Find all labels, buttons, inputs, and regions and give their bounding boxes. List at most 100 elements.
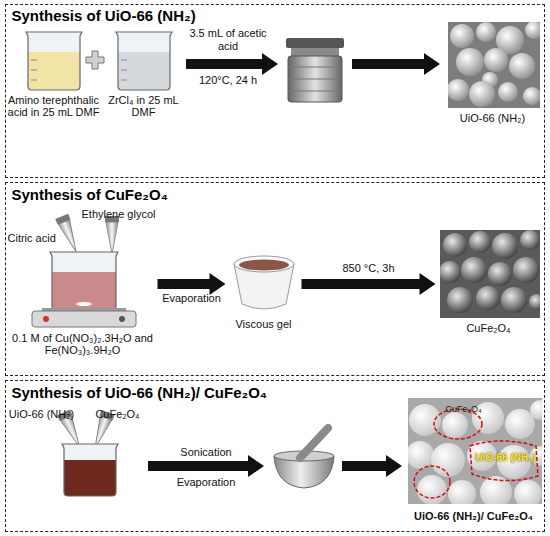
beaker-zrcl4	[116, 32, 172, 90]
section-title: Synthesis of UiO-66 (NH₂)/ CuFe₂O₄	[12, 384, 392, 402]
node-text: Viscous gel	[226, 318, 302, 331]
node-text: UiO-66 (NH₂)	[444, 112, 542, 125]
sem-image	[456, 48, 484, 76]
mortar-pestle	[300, 428, 328, 458]
crucible	[234, 256, 294, 272]
hotplate	[32, 308, 136, 327]
sem-image	[440, 230, 540, 313]
beaker-zrcl4	[116, 32, 172, 90]
crucible	[234, 256, 294, 309]
beaker-zrcl4	[116, 32, 172, 90]
sem-image	[447, 287, 473, 313]
autoclave	[291, 48, 339, 56]
node-text: UiO-66 (NH₂)	[470, 452, 542, 464]
sem-image	[514, 480, 542, 504]
sem-image	[476, 22, 496, 42]
node-text: 0.1 M of Cu(NO₃)₂.3H₂O and Fe(NO₃)₃.9H₂O	[8, 332, 158, 358]
block-arrow	[158, 273, 226, 295]
beaker-amino	[26, 32, 82, 90]
sem-image	[520, 230, 540, 250]
autoclave	[286, 38, 344, 48]
block-arrow	[342, 455, 402, 477]
node-text: CuFe₂O₄	[94, 408, 142, 421]
sem-image	[417, 475, 447, 504]
hotplate-setup: Citric acid Ethylene glycol 0.1 M of Cu(NO…	[8, 206, 158, 372]
autoclave	[286, 38, 344, 102]
sem-image	[469, 231, 491, 253]
sem-image	[498, 82, 518, 102]
node-text: ZrCl₄ in 25 mL DMF	[106, 94, 182, 120]
block-arrow	[302, 273, 436, 295]
autoclave	[288, 56, 342, 102]
sem-image	[476, 286, 500, 310]
mortar-pestle	[274, 428, 334, 488]
block-arrow	[352, 53, 440, 75]
sem-image	[461, 257, 487, 283]
sem-product: UiO-66 (NH₂)	[444, 18, 542, 134]
section-panel: Synthesis of UiO-66 (NH₂)/ CuFe₂O₄ UiO-66…	[5, 380, 545, 532]
sem-image	[501, 287, 527, 313]
sem-image	[450, 24, 474, 48]
sem-image	[448, 22, 540, 108]
sem-image	[530, 400, 542, 420]
node-text: UiO-66 (NH₂)	[8, 408, 76, 421]
beaker-amino	[26, 32, 82, 90]
step-condition: Evaporation	[148, 476, 264, 489]
edge-label: Evaporation	[147, 292, 237, 305]
block-arrow	[148, 455, 264, 477]
node-text: Citric acid	[8, 232, 66, 245]
sem-image	[408, 441, 434, 469]
plus-symbol	[86, 51, 104, 69]
block-arrow	[342, 455, 402, 477]
node-text: Amino terephthalic acid in 25 mL DMF	[6, 94, 102, 120]
hotplate	[43, 316, 49, 322]
sem-image	[523, 87, 540, 105]
reaction-beaker	[52, 272, 116, 310]
block-arrow	[186, 53, 278, 75]
beaker-amino	[31, 60, 37, 80]
block-arrow	[148, 455, 264, 477]
section-panel: Synthesis of UiO-66 (NH₂) Amino terephtha…	[5, 4, 545, 178]
mixing-beaker	[62, 444, 118, 496]
sem-image	[440, 261, 461, 283]
pipette	[106, 222, 118, 254]
node-text: UiO-66 (NH₂)/ CuFe₂O₄	[404, 510, 544, 523]
autoclave	[288, 67, 342, 91]
crucible-step: Viscous gel	[226, 238, 302, 336]
step-condition: 3.5 mL of acetic acid	[186, 27, 270, 53]
beaker-amino	[28, 52, 80, 90]
sem-image	[442, 412, 468, 438]
mixing-setup: UiO-66 (NH₂) CuFe₂O₄	[8, 404, 142, 500]
step-condition: 120°C, 24 h	[186, 74, 270, 87]
sem-image	[414, 466, 450, 498]
sem-image	[488, 262, 512, 286]
step-condition: Sonication	[148, 446, 264, 459]
node-text: Ethylene glycol	[80, 208, 158, 221]
sem-image	[448, 480, 476, 504]
mixing-beaker	[62, 444, 118, 496]
sem-image	[447, 21, 543, 108]
sem-image	[439, 230, 545, 318]
pipette	[105, 216, 119, 254]
block-arrow	[186, 53, 278, 75]
sem-image	[513, 257, 539, 283]
composite-sem-image: CuFe₂O₄UiO-66 (NH₂)UiO-66 (NH₂)/ CuFe₂O₄	[404, 396, 544, 530]
sem-image	[505, 409, 535, 439]
section-title: Synthesis of UiO-66 (NH₂)	[12, 7, 332, 25]
beaker-amino	[26, 32, 82, 90]
reagent-beaker: Amino terephthalic acid in 25 mL DMF	[6, 26, 102, 132]
sem-image	[443, 233, 467, 257]
reaction-beaker	[50, 252, 118, 310]
sem-image	[484, 48, 508, 72]
plus-symbol	[86, 51, 104, 69]
beaker-zrcl4	[118, 52, 170, 90]
reaction-beaker	[50, 252, 118, 310]
sem-image	[469, 81, 495, 107]
sem-image	[440, 230, 540, 318]
sem-image	[408, 400, 542, 504]
sem-image	[492, 233, 518, 259]
crucible	[239, 260, 289, 271]
